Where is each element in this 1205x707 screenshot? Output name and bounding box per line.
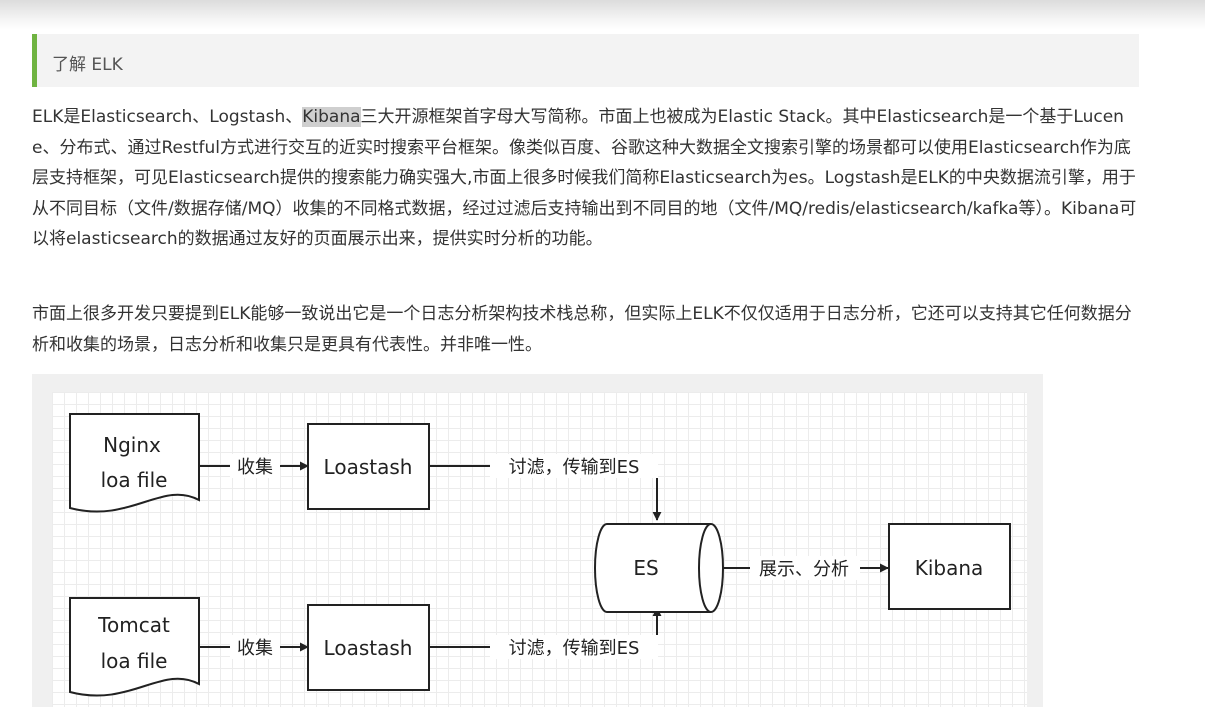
selected-text-highlight[interactable]: Kibana [302, 107, 361, 127]
filter-label-top: 讨滤，传输到ES [509, 457, 640, 478]
filter-label-bottom-bg [490, 635, 658, 659]
logstash-label-top: Loastash [324, 455, 413, 479]
filter-label-top-bg [490, 454, 658, 478]
elk-architecture-diagram: Nginx loa file Tomcat loa file 收集 收集 Loa… [52, 392, 1027, 707]
paragraph-intro-rest: 三大开源框架首字母大写简称。市面上也被成为Elastic Stack。其中Ela… [32, 107, 1137, 249]
paragraph-intro-start: ELK是Elasticsearch、Logstash、 [32, 107, 303, 127]
es-cylinder-rim [698, 523, 712, 613]
logstash-box-top [307, 423, 430, 510]
show-label: 展示、分析 [759, 559, 849, 580]
es-cylinder [594, 523, 724, 613]
filter-label-bottom: 讨滤，传输到ES [509, 638, 640, 659]
tomcat-label-line1: Tomcat [97, 613, 170, 637]
tomcat-log-file-shape [69, 597, 200, 697]
section-title: 了解 ELK [52, 55, 123, 75]
nginx-label-line1: Nginx [103, 433, 161, 457]
nginx-log-file-shape [69, 413, 200, 513]
section-blockquote: 了解 ELK [32, 34, 1139, 87]
collect-label-top: 收集 [237, 457, 273, 478]
paragraph-intro: ELK是Elasticsearch、Logstash、Kibana三大开源框架首… [32, 102, 1144, 255]
logstash-label-bottom: Loastash [324, 636, 413, 660]
collect-label-top-bg [230, 454, 280, 478]
nginx-label-line2: loa file [101, 468, 168, 492]
tomcat-label-line2: loa file [101, 649, 168, 673]
show-label-bg [750, 556, 860, 580]
es-label: ES [633, 556, 658, 580]
kibana-label: Kibana [915, 556, 984, 580]
kibana-box [888, 523, 1011, 610]
paragraph-usage: 市面上很多开发只要提到ELK能够一致说出它是一个日志分析架构技术栈总称，但实际上… [32, 304, 1132, 355]
top-shade [0, 0, 1205, 30]
collect-label-bottom-bg [230, 635, 280, 659]
collect-label-bottom: 收集 [237, 638, 273, 659]
